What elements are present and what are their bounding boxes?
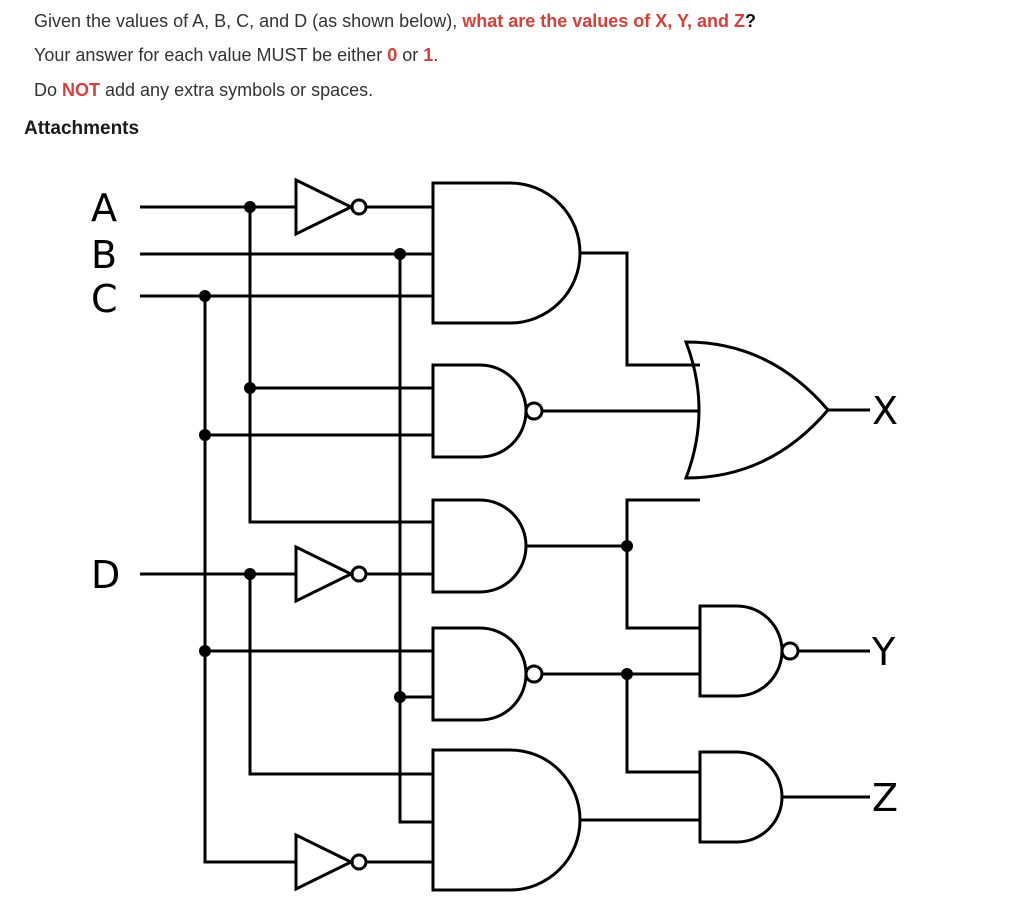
wire-nand2-down [625, 674, 700, 774]
instruction-text: add any extra symbols or spaces. [100, 80, 374, 100]
value-zero: 0 [387, 45, 398, 65]
wire-and1-or [580, 251, 700, 367]
not-gate-1-bubble [350, 198, 368, 216]
junction-dot [199, 645, 211, 657]
input-label-c: C [91, 277, 118, 321]
question-line-1: Given the values of A, B, C, and D (as s… [34, 9, 756, 33]
nand-gate-1-bubble [524, 401, 544, 421]
nand-gate-2-bubble [524, 664, 544, 684]
and-gate-2 [431, 498, 528, 594]
junction-dot [244, 201, 256, 213]
question-highlight: what are the values of X, Y, and Z [462, 11, 745, 31]
value-one: 1 [423, 45, 434, 65]
not-gate-2 [294, 544, 355, 604]
junction-dot [244, 568, 256, 580]
or-gate-1 [683, 340, 830, 480]
junction-dot [199, 290, 211, 302]
not-gate-2-bubble [350, 565, 368, 583]
input-label-a: A [91, 186, 117, 230]
not-emphasis: NOT [62, 80, 101, 100]
input-label-d: D [91, 553, 120, 597]
or-text: or [397, 45, 424, 65]
question-line-2: Your answer for each value MUST be eithe… [34, 43, 438, 67]
junction-dot [394, 248, 406, 260]
question-mark: ? [744, 11, 756, 31]
junction-dot [244, 382, 256, 394]
junction-dot [621, 668, 633, 680]
nand-gate-3-bubble [780, 641, 800, 661]
junction-dot [394, 691, 406, 703]
input-label-b: B [91, 233, 117, 277]
question-text: Given the values of A, B, C, and D (as s… [34, 11, 463, 31]
bus-b [398, 254, 433, 824]
and-gate-3 [431, 748, 582, 892]
nand-gate-2 [431, 626, 528, 722]
and-gate-4 [698, 750, 784, 844]
nand-gate-1 [431, 363, 528, 459]
attachments-heading: Attachments [24, 118, 140, 139]
bus-d [248, 574, 433, 776]
answer-rule-text: Your answer for each value MUST be eithe… [34, 45, 388, 65]
not-gate-1 [294, 177, 355, 237]
wire-split-up [625, 498, 700, 546]
period-text: . [433, 45, 439, 65]
question-line-3: Do NOT add any extra symbols or spaces. [34, 78, 373, 102]
output-label-z: Z [872, 776, 898, 820]
nand-gate-3 [698, 604, 784, 698]
junction-dot [199, 429, 211, 441]
not-gate-3-bubble [350, 853, 368, 871]
output-label-y: Y [871, 630, 896, 674]
wire-split-down [625, 546, 700, 630]
do-text: Do [34, 80, 63, 100]
bus-c [203, 296, 296, 864]
and-gate-1 [431, 181, 582, 325]
not-gate-3 [294, 832, 355, 892]
junction-dot [621, 540, 633, 552]
output-label-x: X [872, 389, 898, 433]
bus-a [248, 207, 433, 524]
